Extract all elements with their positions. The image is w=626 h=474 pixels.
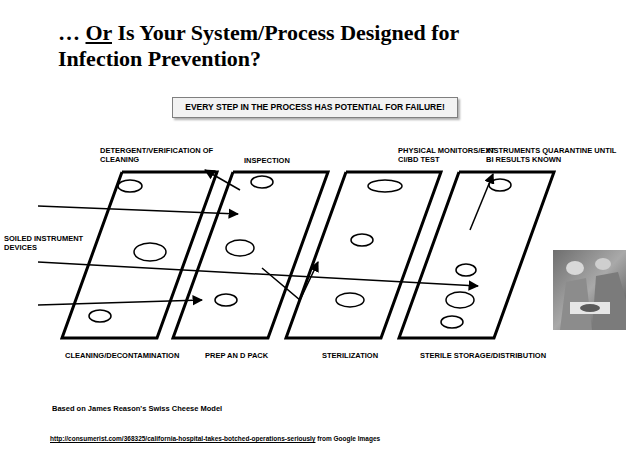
step-label: CLEANING/DECONTAMINATION <box>65 351 179 360</box>
slide-title: … Or Is Your System/Process Designed for… <box>58 20 540 72</box>
slice-border <box>286 172 441 338</box>
source-note: Based on James Reason's Swiss Cheese Mod… <box>52 404 452 413</box>
slice-border <box>173 172 328 338</box>
slice-outline <box>62 172 217 338</box>
slice-border <box>62 172 217 338</box>
input-label: SOILED INSTRUMENT DEVICES <box>4 234 98 252</box>
step-label: PREP AN D PACK <box>205 351 268 360</box>
source-url: http://consumerist.com/368325/california… <box>50 434 620 443</box>
cheese-slice: CLEANING/DECONTAMINATION <box>62 172 217 338</box>
callout-label: INSPECTION <box>244 156 324 165</box>
callout-label: DETERGENT/VERIFICATION OF CLEANING <box>100 146 236 164</box>
banner-text: EVERY STEP IN THE PROCESS HAS POTENTIAL … <box>173 98 457 117</box>
slice-border <box>399 172 554 338</box>
warning-banner: EVERY STEP IN THE PROCESS HAS POTENTIAL … <box>172 97 458 118</box>
slice-outline <box>173 172 328 338</box>
step-label: STERILE STORAGE/DISTRIBUTION <box>420 351 546 360</box>
step-label: STERILIZATION <box>322 351 378 360</box>
cheese-slice: STERILIZATION <box>286 172 441 338</box>
surgery-photo <box>553 250 626 330</box>
slice-outline <box>286 172 441 338</box>
cheese-slice: STERILE STORAGE/DISTRIBUTION <box>399 172 554 338</box>
slice-outline <box>399 172 554 338</box>
callout-label: INSTRUMENTS QUARANTINE UNTIL BI RESULTS … <box>486 146 620 164</box>
hazard-arrows <box>38 170 493 305</box>
cheese-slice: PREP AN D PACK <box>173 172 328 338</box>
